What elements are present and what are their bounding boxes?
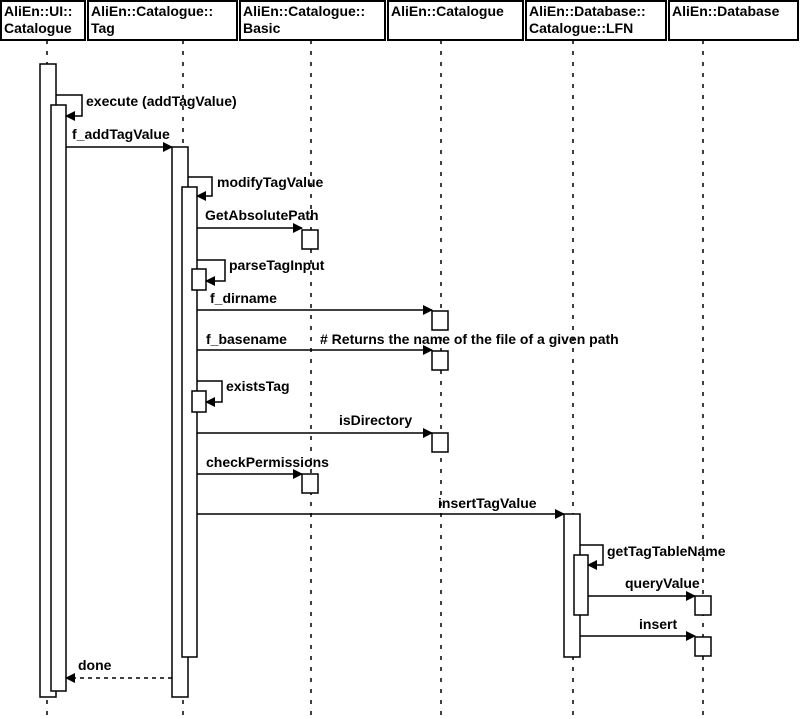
participant-label: Catalogue [4,20,72,36]
activation-tag-exists [191,390,207,413]
participant-box [239,0,386,41]
participant-label: AliEn::Database:: [529,3,646,19]
message-label: checkPermissions [206,454,329,470]
activation-basic-getpath [301,229,319,250]
participant-label: AliEn::Catalogue [391,3,504,19]
participant-label: AliEn::Catalogue:: [91,3,213,19]
participant-label: AliEn::Catalogue:: [243,3,365,19]
message-modifytagvalue: modifyTagValue [188,174,324,201]
participant-box [0,0,86,41]
message-label: getTagTableName [607,543,726,559]
message-label: isDirectory [339,412,412,428]
message-label: queryValue [625,575,700,591]
participant-box [525,0,667,41]
self-call-arrow [188,176,213,201]
message-label: insert [639,616,677,632]
message-parsetaginput: parseTagInput [197,257,325,286]
message-label: done [78,657,112,673]
message-label: f_basename [206,331,287,347]
message-done: done [65,657,172,683]
message-label: modifyTagValue [217,174,324,190]
activation-lfn-inner [573,554,589,616]
message-insert: insert [580,616,696,641]
participant-label: Basic [243,20,281,36]
activation-cat-dirname [431,310,449,331]
message-getabsolutepath: GetAbsolutePath [197,207,319,233]
message-label: f_addTagValue [72,126,170,142]
activation-db-query [694,595,712,616]
message-label: parseTagInput [229,257,325,273]
message-gettagtablename: getTagTableName [580,543,726,570]
participant-label: Tag [91,20,115,36]
message-label: GetAbsolutePath [205,207,319,223]
participant-basic: AliEn::Catalogue::Basic [239,0,386,41]
message-inserttagvalue: insertTagValue [197,495,565,519]
activation-basic-perm [301,473,319,494]
participant-label: AliEn::UI:: [4,3,72,19]
participant-box [387,0,524,41]
activation-tag-inner [181,186,198,658]
message-f-dirname: f_dirname [197,290,433,315]
participant-tag: AliEn::Catalogue::Tag [87,0,238,41]
message-checkpermissions: checkPermissions [197,454,329,479]
participant-db: AliEn::Database [668,0,799,41]
message-existstag: existsTag [197,378,290,407]
message-note: # Returns the name of the file of a give… [320,331,619,347]
message-execute-addtagvalue-: execute (addTagValue) [56,93,237,121]
activation-cat-isdir [431,432,449,453]
activation-tag-parse [191,268,207,291]
participant-box [668,0,799,41]
message-f-basename: f_basename # Returns the name of the file… [197,331,619,355]
participant-label: AliEn::Database [672,3,780,19]
message-isdirectory: isDirectory [197,412,433,438]
activation-cat-basename [431,350,449,371]
message-label: existsTag [226,378,290,394]
message-label: f_dirname [210,290,277,306]
participant-lfn: AliEn::Database::Catalogue::LFN [525,0,667,41]
participant-label: Catalogue::LFN [529,20,633,36]
activation-ui-inner [50,104,67,692]
participant-box [87,0,238,41]
activation-db-insert [694,636,712,657]
self-call-arrow [197,380,223,407]
message-label: insertTagValue [438,495,537,511]
participant-ui: AliEn::UI::Catalogue [0,0,86,41]
participant-cat: AliEn::Catalogue [387,0,524,41]
self-call-arrow [56,94,83,121]
message-queryvalue: queryValue [588,575,700,601]
self-call-arrow [580,544,604,570]
self-call-arrow [197,259,226,286]
message-label: execute (addTagValue) [86,93,237,109]
message-f-addtagvalue: f_addTagValue [66,126,173,152]
